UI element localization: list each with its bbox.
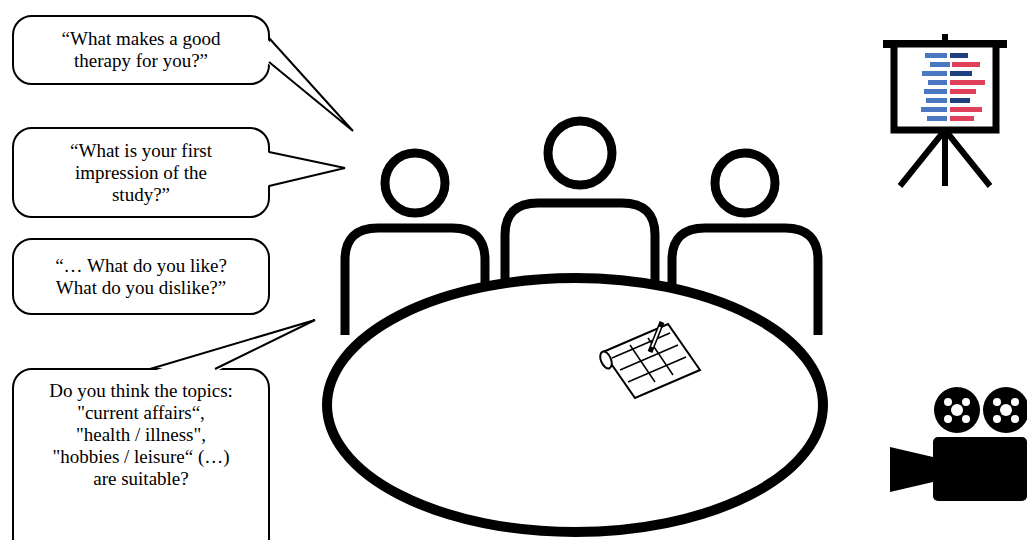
screen bbox=[894, 44, 996, 130]
tail-fill bbox=[266, 38, 353, 131]
reel-hole bbox=[962, 415, 970, 423]
chart-bar bbox=[922, 71, 947, 76]
speech-bubble: “What makes a good therapy for you?” bbox=[12, 15, 270, 85]
camera-body bbox=[933, 437, 1027, 501]
reel-hole bbox=[993, 415, 1001, 423]
tail-fill bbox=[150, 320, 315, 372]
speech-bubble: Do you think the topics: "current affair… bbox=[12, 368, 270, 540]
speech-tail bbox=[269, 152, 345, 186]
bubble-text: Do you think the topics: "current affair… bbox=[48, 380, 234, 490]
chart-bar bbox=[921, 107, 947, 112]
reel-hole bbox=[944, 398, 952, 406]
chart-bar bbox=[950, 80, 985, 85]
chart-bar bbox=[952, 62, 980, 67]
chart-bar bbox=[930, 62, 950, 67]
blueprint-icon bbox=[603, 324, 700, 398]
chart-bar bbox=[950, 71, 972, 76]
reel-hole bbox=[962, 398, 970, 406]
table bbox=[327, 278, 823, 532]
bubble-text: “What is your first impression of the st… bbox=[58, 140, 224, 206]
chart-bar bbox=[950, 116, 974, 121]
reel-hole bbox=[1011, 398, 1019, 406]
bubble-text: “… What do you like? What do you dislike… bbox=[44, 255, 238, 299]
chart-bar bbox=[950, 98, 970, 103]
camera-reel bbox=[983, 387, 1027, 433]
blueprint-roll bbox=[598, 350, 614, 370]
chart-bar bbox=[926, 98, 947, 103]
chart-bar bbox=[950, 53, 968, 58]
chart-bar bbox=[925, 53, 947, 58]
speech-bubble: “… What do you like? What do you dislike… bbox=[12, 238, 270, 315]
person-head bbox=[715, 153, 775, 213]
reel-hole bbox=[951, 404, 963, 416]
speech-tail bbox=[150, 320, 315, 369]
pencil-highlight bbox=[652, 327, 660, 347]
tail-fill bbox=[266, 152, 345, 186]
chart-bar bbox=[924, 89, 947, 94]
chart-bar bbox=[928, 80, 947, 85]
screen-chart bbox=[921, 53, 985, 121]
camera-lens bbox=[890, 447, 933, 492]
camera-reel bbox=[934, 387, 980, 433]
reel-hole bbox=[1000, 404, 1012, 416]
chart-bar bbox=[950, 107, 982, 112]
speech-tail bbox=[269, 38, 353, 131]
speech-bubble: “What is your first impression of the st… bbox=[12, 127, 270, 218]
screen-tripod bbox=[900, 130, 990, 186]
person-head bbox=[385, 153, 445, 213]
reel-hole bbox=[993, 398, 1001, 406]
chart-bar bbox=[950, 89, 976, 94]
bubble-text: “What makes a good therapy for you?” bbox=[42, 28, 240, 72]
person-head bbox=[548, 121, 612, 185]
reel-hole bbox=[944, 415, 952, 423]
reel-hole bbox=[1011, 415, 1019, 423]
blueprint-grid bbox=[612, 333, 686, 382]
pencil bbox=[650, 322, 662, 352]
chart-bar bbox=[927, 116, 947, 121]
